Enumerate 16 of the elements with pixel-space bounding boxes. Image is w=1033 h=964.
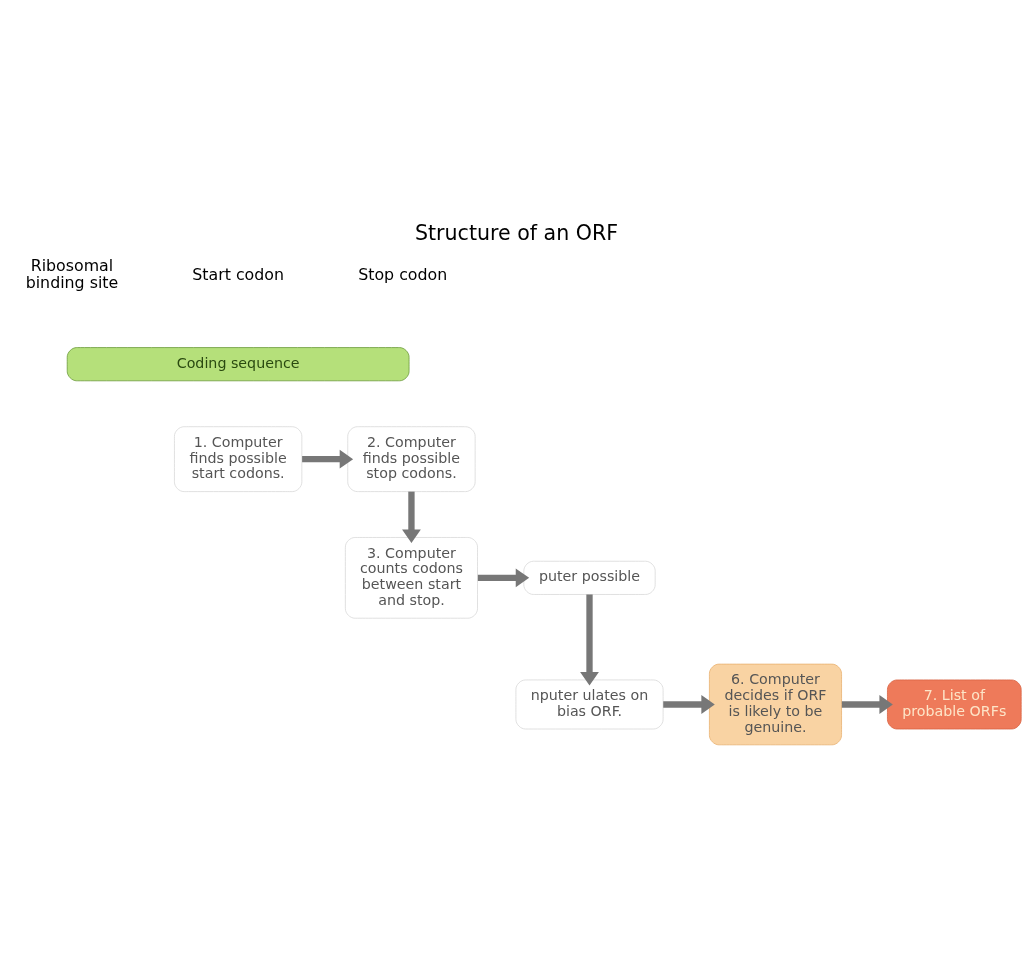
- node-box: Coding sequence: [66, 346, 410, 381]
- node-box: 7. List of probable ORFs: [887, 679, 1022, 729]
- arrow: [580, 594, 599, 685]
- label: Stop codon: [358, 264, 448, 284]
- node-box: 6. Computer decides if ORF is likely to be genuine.: [709, 663, 842, 745]
- node-box: 3. Computer counts codons between start and stop.: [344, 536, 478, 619]
- node-box: nputer ulates on bias ORF.: [515, 679, 664, 729]
- node-box: puter possible: [523, 560, 656, 595]
- label: Start codon: [192, 264, 285, 284]
- arrow: [663, 694, 715, 714]
- arrow: [841, 694, 893, 714]
- label: Ribosomal binding site: [25, 255, 119, 292]
- node-box: 1. Computer finds possible start codons.: [174, 425, 303, 492]
- diagram-title: Structure of an ORF: [414, 220, 619, 245]
- arrow: [477, 567, 530, 587]
- node-box: 2. Computer finds possible stop codons.: [347, 425, 476, 492]
